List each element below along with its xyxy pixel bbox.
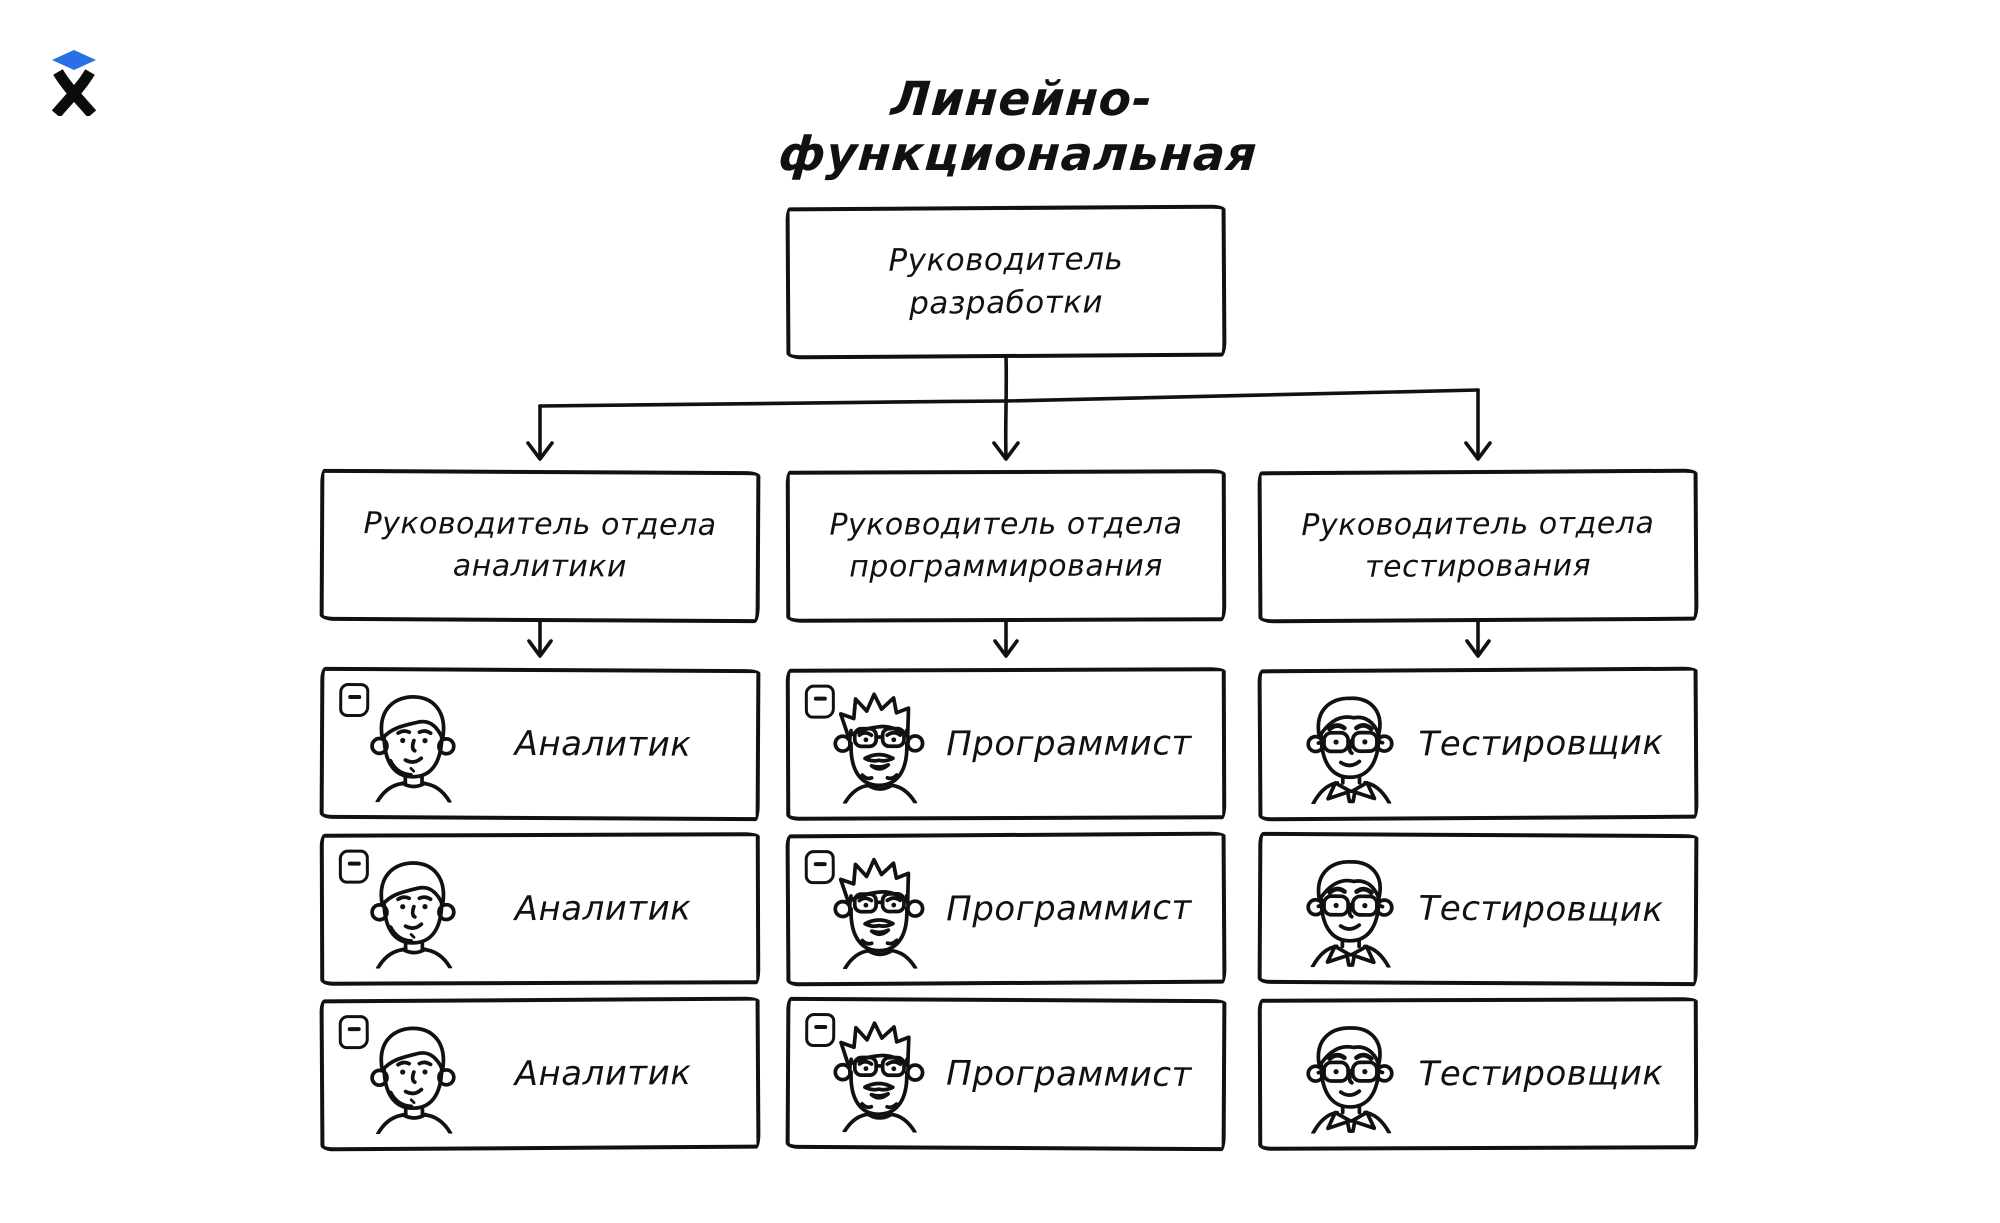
column-analysts: Аналитик Аналитик Аналитик xyxy=(319,666,761,1152)
programmer-avatar-icon xyxy=(833,1021,925,1133)
node-label-line: Руководитель отдела xyxy=(829,506,1183,543)
node-label-line: Руководитель xyxy=(888,240,1124,279)
analyst-avatar-icon xyxy=(369,1026,457,1135)
employee-role-label: Тестировщик xyxy=(1418,888,1664,930)
node-label-line: тестирования xyxy=(1365,548,1592,585)
employee-role-label: Аналитик xyxy=(514,723,692,765)
employee-role-label: Аналитик xyxy=(514,888,692,930)
node-label-line: программирования xyxy=(849,548,1163,585)
node-label-line: Руководитель отдела xyxy=(1301,505,1655,544)
collapse-button[interactable] xyxy=(804,850,835,885)
minus-icon xyxy=(813,696,827,701)
employee-card-programmer: Программист xyxy=(785,831,1227,987)
collapse-button[interactable] xyxy=(804,684,835,719)
node-head-analytics: Руководитель отдела аналитики xyxy=(319,468,761,624)
column-testers: Тестировщик Тестировщик Тестировщик xyxy=(1257,666,1699,1151)
practicum-x-logo xyxy=(50,48,98,118)
employee-role-label: Программист xyxy=(946,1053,1192,1095)
collapse-button[interactable] xyxy=(338,849,369,884)
minus-icon xyxy=(347,1027,361,1031)
minus-icon xyxy=(813,862,827,866)
tester-avatar-icon xyxy=(1298,1015,1402,1133)
employee-role-label: Аналитик xyxy=(514,1053,692,1095)
employee-card-analyst: Аналитик xyxy=(319,666,761,822)
collapse-button[interactable] xyxy=(805,1012,836,1048)
collapse-button[interactable] xyxy=(339,682,370,718)
employee-card-programmer: Программист xyxy=(785,996,1227,1152)
analyst-avatar-icon xyxy=(369,694,456,803)
programmer-avatar-icon xyxy=(833,857,925,970)
tester-avatar-icon xyxy=(1298,685,1403,804)
employee-role-label: Программист xyxy=(946,723,1192,765)
employee-card-tester: Тестировщик xyxy=(1257,666,1699,822)
node-label-line: аналитики xyxy=(452,548,628,585)
collapse-button[interactable] xyxy=(338,1015,369,1050)
employee-card-tester: Тестировщик xyxy=(1257,831,1699,987)
column-programmers: Программист Программист Программист xyxy=(785,667,1227,1152)
employee-card-tester: Тестировщик xyxy=(1257,997,1699,1151)
node-head-programming: Руководитель отдела программирования xyxy=(785,469,1227,623)
minus-icon xyxy=(347,861,361,866)
node-head-of-development: Руководитель разработки xyxy=(785,204,1227,360)
minus-icon xyxy=(347,695,361,699)
tester-avatar-icon xyxy=(1298,849,1403,968)
logo-cap-icon xyxy=(52,50,96,70)
employee-card-programmer: Программист xyxy=(785,667,1227,821)
node-label-line: Руководитель отдела xyxy=(363,506,717,543)
node-head-testing: Руководитель отдела тестирования xyxy=(1257,468,1699,624)
analyst-avatar-icon xyxy=(370,861,456,969)
employee-card-analyst: Аналитик xyxy=(319,996,761,1152)
employee-card-analyst: Аналитик xyxy=(319,832,761,986)
diagram-title: Линейно-функциональная xyxy=(776,72,1260,182)
employee-role-label: Программист xyxy=(946,887,1192,930)
minus-icon xyxy=(813,1025,827,1029)
node-label-line: разработки xyxy=(909,284,1104,322)
employee-role-label: Тестировщик xyxy=(1418,722,1664,765)
programmer-avatar-icon xyxy=(833,692,925,804)
employee-role-label: Тестировщик xyxy=(1418,1053,1664,1095)
